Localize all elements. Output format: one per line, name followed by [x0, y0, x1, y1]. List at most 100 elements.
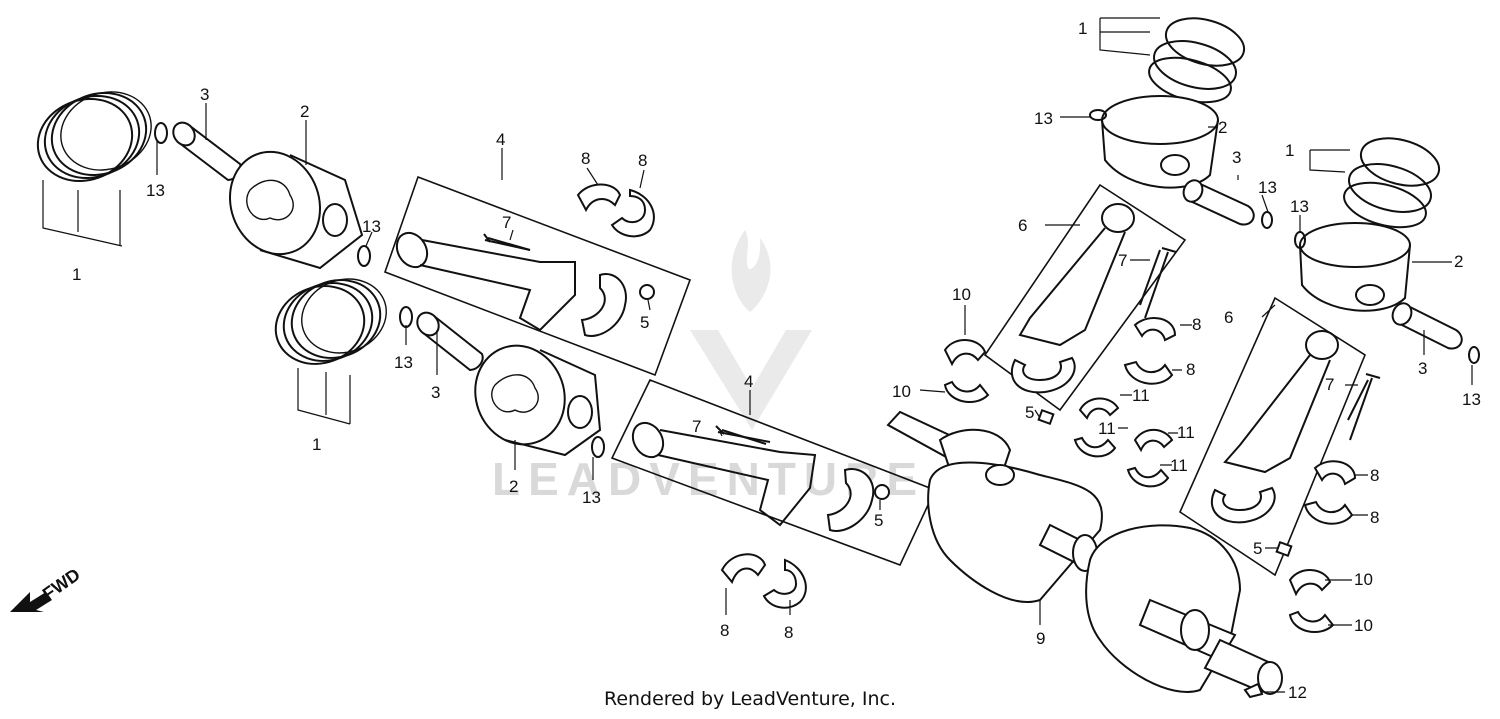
- circlip-right-mid[interactable]: [1261, 211, 1273, 229]
- callout-11-c: 11: [1177, 423, 1195, 442]
- callout-7-right-lower: 7: [1325, 375, 1334, 394]
- circlip-left-mid[interactable]: [399, 306, 413, 328]
- piston-ring-set-left-mid[interactable]: [265, 267, 397, 376]
- bearing-shell-right-4[interactable]: [1303, 500, 1354, 525]
- callout-5-lower: 5: [874, 511, 883, 530]
- main-bearing-10-d[interactable]: [1288, 610, 1335, 634]
- bolt-7-right-lower[interactable]: [1349, 373, 1381, 441]
- callout-13-right-mid-2: 13: [1290, 197, 1309, 216]
- main-bearing-10-c[interactable]: [1288, 569, 1332, 597]
- callout-8-top-2: 8: [638, 151, 647, 170]
- callout-11-d: 11: [1170, 456, 1188, 475]
- thrust-washer-11-a[interactable]: [1078, 397, 1120, 420]
- piston-left-top[interactable]: [216, 139, 364, 270]
- bearing-shell-lower-1[interactable]: [720, 553, 767, 584]
- callout-5-right-upper: 5: [1025, 403, 1034, 422]
- callout-5-top: 5: [640, 313, 649, 332]
- bearing-shell-right-1[interactable]: [1133, 316, 1177, 342]
- callout-2-right-lower: 2: [1454, 252, 1463, 271]
- circlip-left-lower[interactable]: [591, 436, 605, 458]
- callout-10-d: 10: [1354, 616, 1373, 635]
- callout-2-left-top: 2: [300, 102, 309, 121]
- callout-8-right-4: 8: [1370, 508, 1379, 527]
- callout-11-a: 11: [1132, 386, 1150, 405]
- callout-7-right-upper: 7: [1118, 251, 1127, 270]
- callout-13-left-mid: 13: [394, 353, 413, 372]
- callout-4-lower: 4: [744, 372, 753, 391]
- callout-7-lower: 7: [692, 417, 701, 436]
- callout-12-key: 12: [1288, 683, 1307, 702]
- callout-13-right-top: 13: [1034, 109, 1053, 128]
- callout-7-top: 7: [502, 213, 511, 232]
- callout-1-left-mid: 1: [312, 435, 321, 454]
- bearing-shell-top-2[interactable]: [610, 188, 655, 238]
- bolt-7-lower[interactable]: [715, 425, 767, 445]
- piston-right-lower[interactable]: [1299, 222, 1411, 312]
- bolt-7-right-upper[interactable]: [1144, 247, 1177, 319]
- callout-8-lower-2: 8: [784, 623, 793, 642]
- callout-3-left-top: 3: [200, 85, 209, 104]
- piston-pin-right-lower[interactable]: [1389, 300, 1463, 350]
- piston-pin-right-top[interactable]: [1180, 177, 1255, 226]
- connecting-rod-assembly-lower[interactable]: [610, 378, 937, 567]
- bearing-shell-right-3[interactable]: [1313, 460, 1357, 486]
- callout-5-right-lower: 5: [1253, 539, 1262, 558]
- callout-8-right-1: 8: [1192, 315, 1201, 334]
- bearing-shell-top-1[interactable]: [576, 183, 622, 213]
- bolt-7-top[interactable]: [483, 233, 531, 251]
- callout-13-right-lower: 13: [1462, 390, 1481, 409]
- woodruff-key[interactable]: [1243, 682, 1264, 699]
- callout-8-top-1: 8: [581, 149, 590, 168]
- fwd-label: FWD: [39, 564, 84, 604]
- callout-10-b: 10: [892, 382, 911, 401]
- main-bearing-10-b[interactable]: [943, 380, 990, 404]
- callout-10-c: 10: [1354, 570, 1373, 589]
- forward-arrow-icon: [10, 592, 52, 612]
- circlip-left-top-2[interactable]: [357, 245, 371, 267]
- callout-8-right-3: 8: [1370, 466, 1379, 485]
- bearing-shell-right-2[interactable]: [1123, 360, 1174, 385]
- connecting-rod-assembly-top[interactable]: [383, 175, 692, 377]
- circlip-left-top-1[interactable]: [154, 122, 168, 144]
- callout-3-left-mid: 3: [431, 383, 440, 402]
- piston-ring-set-right-mid[interactable]: [1339, 130, 1444, 235]
- callout-11-b: 11: [1098, 419, 1116, 438]
- connecting-rod-assembly-right-upper[interactable]: [983, 183, 1187, 412]
- callout-8-right-2: 8: [1186, 360, 1195, 379]
- piston-ring-set-left-top[interactable]: [26, 80, 162, 194]
- piston-right-top[interactable]: [1101, 95, 1219, 189]
- callout-13-left-lower: 13: [582, 488, 601, 507]
- bearing-shell-lower-2[interactable]: [762, 558, 807, 609]
- callout-1-left-top: 1: [72, 265, 81, 284]
- callout-3-right-top: 3: [1232, 148, 1241, 167]
- circlip-right-top[interactable]: [1089, 109, 1107, 121]
- callout-3-right-lower: 3: [1418, 359, 1427, 378]
- thrust-washer-11-b[interactable]: [1073, 436, 1117, 458]
- forward-direction-indicator: FWD: [10, 564, 84, 612]
- nut-5-right-lower[interactable]: [1275, 540, 1293, 558]
- callout-4-top: 4: [496, 130, 505, 149]
- callout-2-left-lower: 2: [509, 477, 518, 496]
- callout-13-left-top: 13: [146, 181, 165, 200]
- circlip-right-lower-2[interactable]: [1468, 346, 1480, 364]
- connecting-rod-assembly-right-lower[interactable]: [1178, 296, 1369, 577]
- callout-6-right-upper: 6: [1018, 216, 1027, 235]
- thrust-washer-11-c[interactable]: [1133, 428, 1174, 453]
- thrust-washer-11-d[interactable]: [1126, 466, 1170, 488]
- callout-6-right-lower: 6: [1224, 308, 1233, 327]
- callout-8-lower-1: 8: [720, 621, 729, 640]
- piston-left-lower[interactable]: [462, 333, 602, 457]
- callout-10-a: 10: [952, 285, 971, 304]
- piston-pin-left-mid[interactable]: [413, 308, 484, 372]
- callout-13-right-mid-1: 13: [1258, 178, 1277, 197]
- watermark-logo: [690, 230, 812, 430]
- callout-13-left-top-2: 13: [362, 217, 381, 236]
- callout-2-right-top: 2: [1218, 118, 1227, 137]
- main-bearing-10-a[interactable]: [943, 339, 987, 367]
- piston-pin-left-top[interactable]: [169, 118, 242, 182]
- nut-5-right-upper[interactable]: [1037, 408, 1055, 426]
- crankshaft[interactable]: [886, 410, 1283, 695]
- callout-9-crankshaft: 9: [1036, 629, 1045, 648]
